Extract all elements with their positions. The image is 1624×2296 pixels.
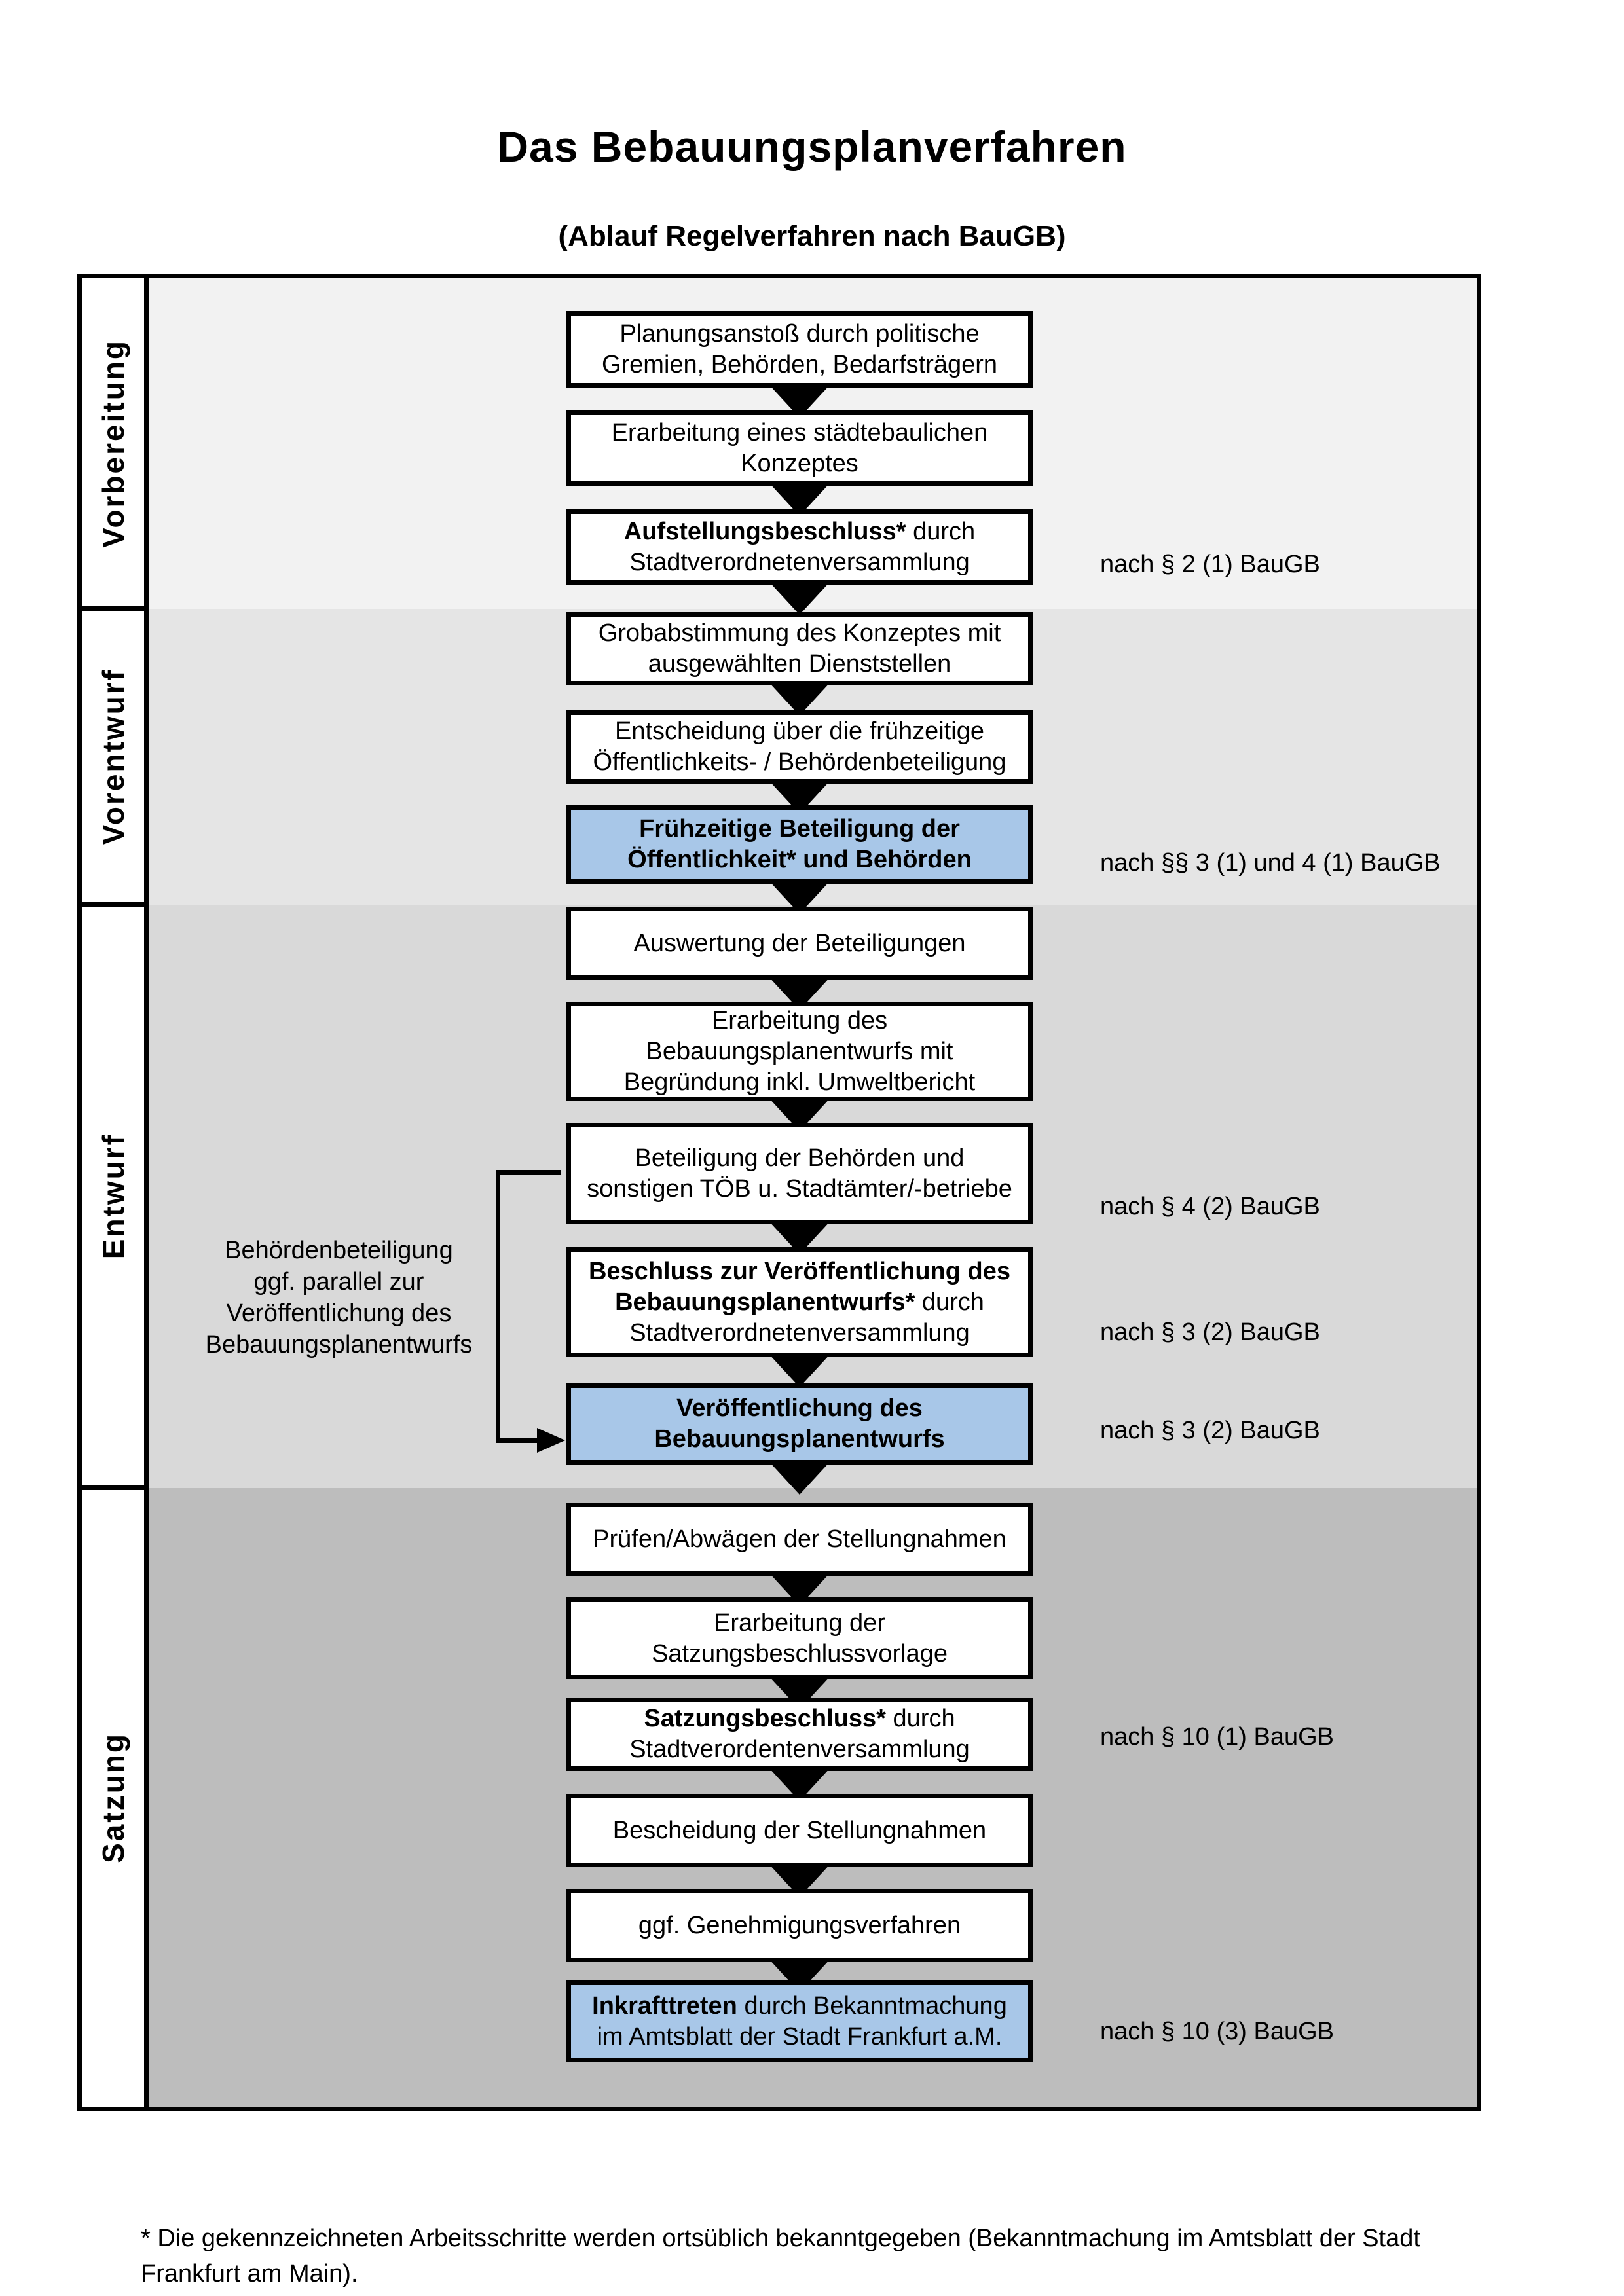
flow-step-15: Bescheidung der Stellungnahmen — [566, 1794, 1033, 1867]
side-note-line: Behördenbeteiligung — [225, 1237, 453, 1264]
flow-step-7: Auswertung der Beteiligungen — [566, 907, 1033, 980]
legal-reference-1: nach § 2 (1) BauGB — [1100, 550, 1320, 578]
flow-step-line: Begründung inkl. Umweltbericht — [623, 1068, 976, 1096]
legal-reference-3: nach § 4 (2) BauGB — [1100, 1192, 1320, 1220]
flow-step-line: sonstigen TÖB u. Stadtämter/-betriebe — [587, 1175, 1012, 1203]
flow-step-line: Bebauungsplanentwurfs — [654, 1425, 945, 1453]
flow-step-line: ggf. Genehmigungsverfahren — [638, 1911, 961, 1939]
flow-step-12: Prüfen/Abwägen der Stellungnahmen — [566, 1503, 1033, 1576]
flow-arrow-down-icon — [768, 1353, 831, 1387]
legal-reference-7: nach § 10 (3) BauGB — [1100, 2017, 1334, 2045]
footnote-line: * Die gekennzeichneten Arbeitsschritte w… — [141, 2225, 1420, 2252]
flow-step-line: Beteiligung der Behörden und — [635, 1144, 965, 1172]
flow-arrow-down-icon — [768, 581, 831, 615]
legal-reference-2: nach §§ 3 (1) und 4 (1) BauGB — [1100, 848, 1441, 877]
flow-step-line: Stadtverordnetenversammlung — [629, 548, 970, 576]
flow-step-9: Beteiligung der Behörden und sonstigen TÖ… — [566, 1123, 1033, 1224]
phase-label-vorbereitung: Vorbereitung — [82, 278, 144, 609]
flow-step-line: Konzeptes — [741, 449, 858, 477]
phase-label-text: Vorbereitung — [96, 339, 130, 548]
phase-label-entwurf: Entwurf — [82, 905, 144, 1488]
flow-step-line: Bebauungsplanentwurfs mit — [646, 1037, 953, 1065]
page-title: Das Bebauungsplanverfahren — [497, 122, 1127, 171]
flow-step-line: Bebauungsplanentwurfs* durch — [615, 1288, 984, 1316]
flow-step-line: ausgewählten Dienststellen — [648, 650, 951, 678]
flow-step-line: Veröffentlichung des — [676, 1394, 923, 1422]
flow-arrow-down-icon — [768, 1461, 831, 1495]
phase-label-separator — [82, 1485, 144, 1490]
side-note-line: Veröffentlichung des — [226, 1300, 452, 1327]
flow-step-line: Planungsanstoß durch politische — [619, 319, 980, 348]
phase-label-separator — [82, 606, 144, 611]
phase-label-text: Vorentwurf — [96, 668, 130, 845]
flow-step-line: im Amtsblatt der Stadt Frankfurt a.M. — [597, 2022, 1003, 2050]
side-note-line: Bebauungsplanentwurfs — [205, 1331, 473, 1358]
side-note: Behördenbeteiligung ggf. parallel zur Ve… — [151, 1235, 527, 1360]
footnote: * Die gekennzeichneten Arbeitsschritte w… — [141, 2221, 1500, 2291]
flow-step-line: Aufstellungsbeschluss* durch — [623, 517, 976, 545]
page-subtitle: (Ablauf Regelverfahren nach BauGB) — [558, 220, 1066, 252]
flow-step-line: Beschluss zur Veröffentlichung des — [588, 1257, 1011, 1285]
flow-step-16: ggf. Genehmigungsverfahren — [566, 1889, 1033, 1962]
flow-step-line: Stadtverordnetenversammlung — [629, 1319, 970, 1347]
flow-step-line: Gremien, Behörden, Bedarfsträgern — [601, 350, 998, 378]
flow-step-line: Auswertung der Beteiligungen — [633, 929, 966, 957]
flow-step-line: Erarbeitung des — [711, 1006, 888, 1034]
label-column-divider — [144, 278, 149, 2107]
legal-reference-6: nach § 10 (1) BauGB — [1100, 1722, 1334, 1751]
flow-step-line: Erarbeitung eines städtebaulichen — [611, 418, 988, 446]
flow-step-line: Bescheidung der Stellungnahmen — [612, 1816, 987, 1844]
bracket-arrowhead-right-icon — [537, 1428, 565, 1453]
bracket-connector-top-segment — [496, 1170, 561, 1175]
legal-reference-5: nach § 3 (2) BauGB — [1100, 1416, 1320, 1444]
flow-step-line: Öffentlichkeit* und Behörden — [627, 846, 972, 873]
side-note-line: ggf. parallel zur — [253, 1268, 424, 1296]
bracket-connector-bottom-segment — [496, 1438, 538, 1443]
flow-step-line: Grobabstimmung des Konzeptes mit — [598, 619, 1001, 647]
phase-label-text: Entwurf — [96, 1133, 130, 1260]
phase-label-separator — [82, 902, 144, 907]
flow-step-line: Satzungsbeschlussvorlage — [651, 1639, 948, 1667]
flow-step-line: Prüfen/Abwägen der Stellungnahmen — [593, 1525, 1006, 1553]
phase-label-text: Satzung — [96, 1732, 130, 1863]
flow-step-line: Satzungsbeschluss* durch — [644, 1705, 955, 1732]
legal-reference-4: nach § 3 (2) BauGB — [1100, 1318, 1320, 1346]
bracket-connector-vertical-segment — [496, 1170, 500, 1443]
phase-label-satzung: Satzung — [82, 1488, 144, 2107]
flow-arrow-down-icon — [768, 682, 831, 716]
flow-step-line: Inkrafttreten durch Bekanntmachung — [592, 1992, 1007, 2020]
flow-step-line: Öffentlichkeits- / Behördenbeteiligung — [593, 748, 1006, 776]
phase-label-vorentwurf: Vorentwurf — [82, 609, 144, 905]
footnote-line: Frankfurt am Main). — [141, 2260, 358, 2287]
flow-step-line: Stadtverordentenversammlung — [629, 1736, 970, 1763]
flow-step-line: Erarbeitung der — [714, 1609, 885, 1637]
flow-step-line: Frühzeitige Beteiligung der — [639, 815, 960, 843]
flow-step-line: Entscheidung über die frühzeitige — [614, 718, 985, 745]
flow-step-4: Grobabstimmung des Konzeptes mit ausgewäh… — [566, 612, 1033, 685]
